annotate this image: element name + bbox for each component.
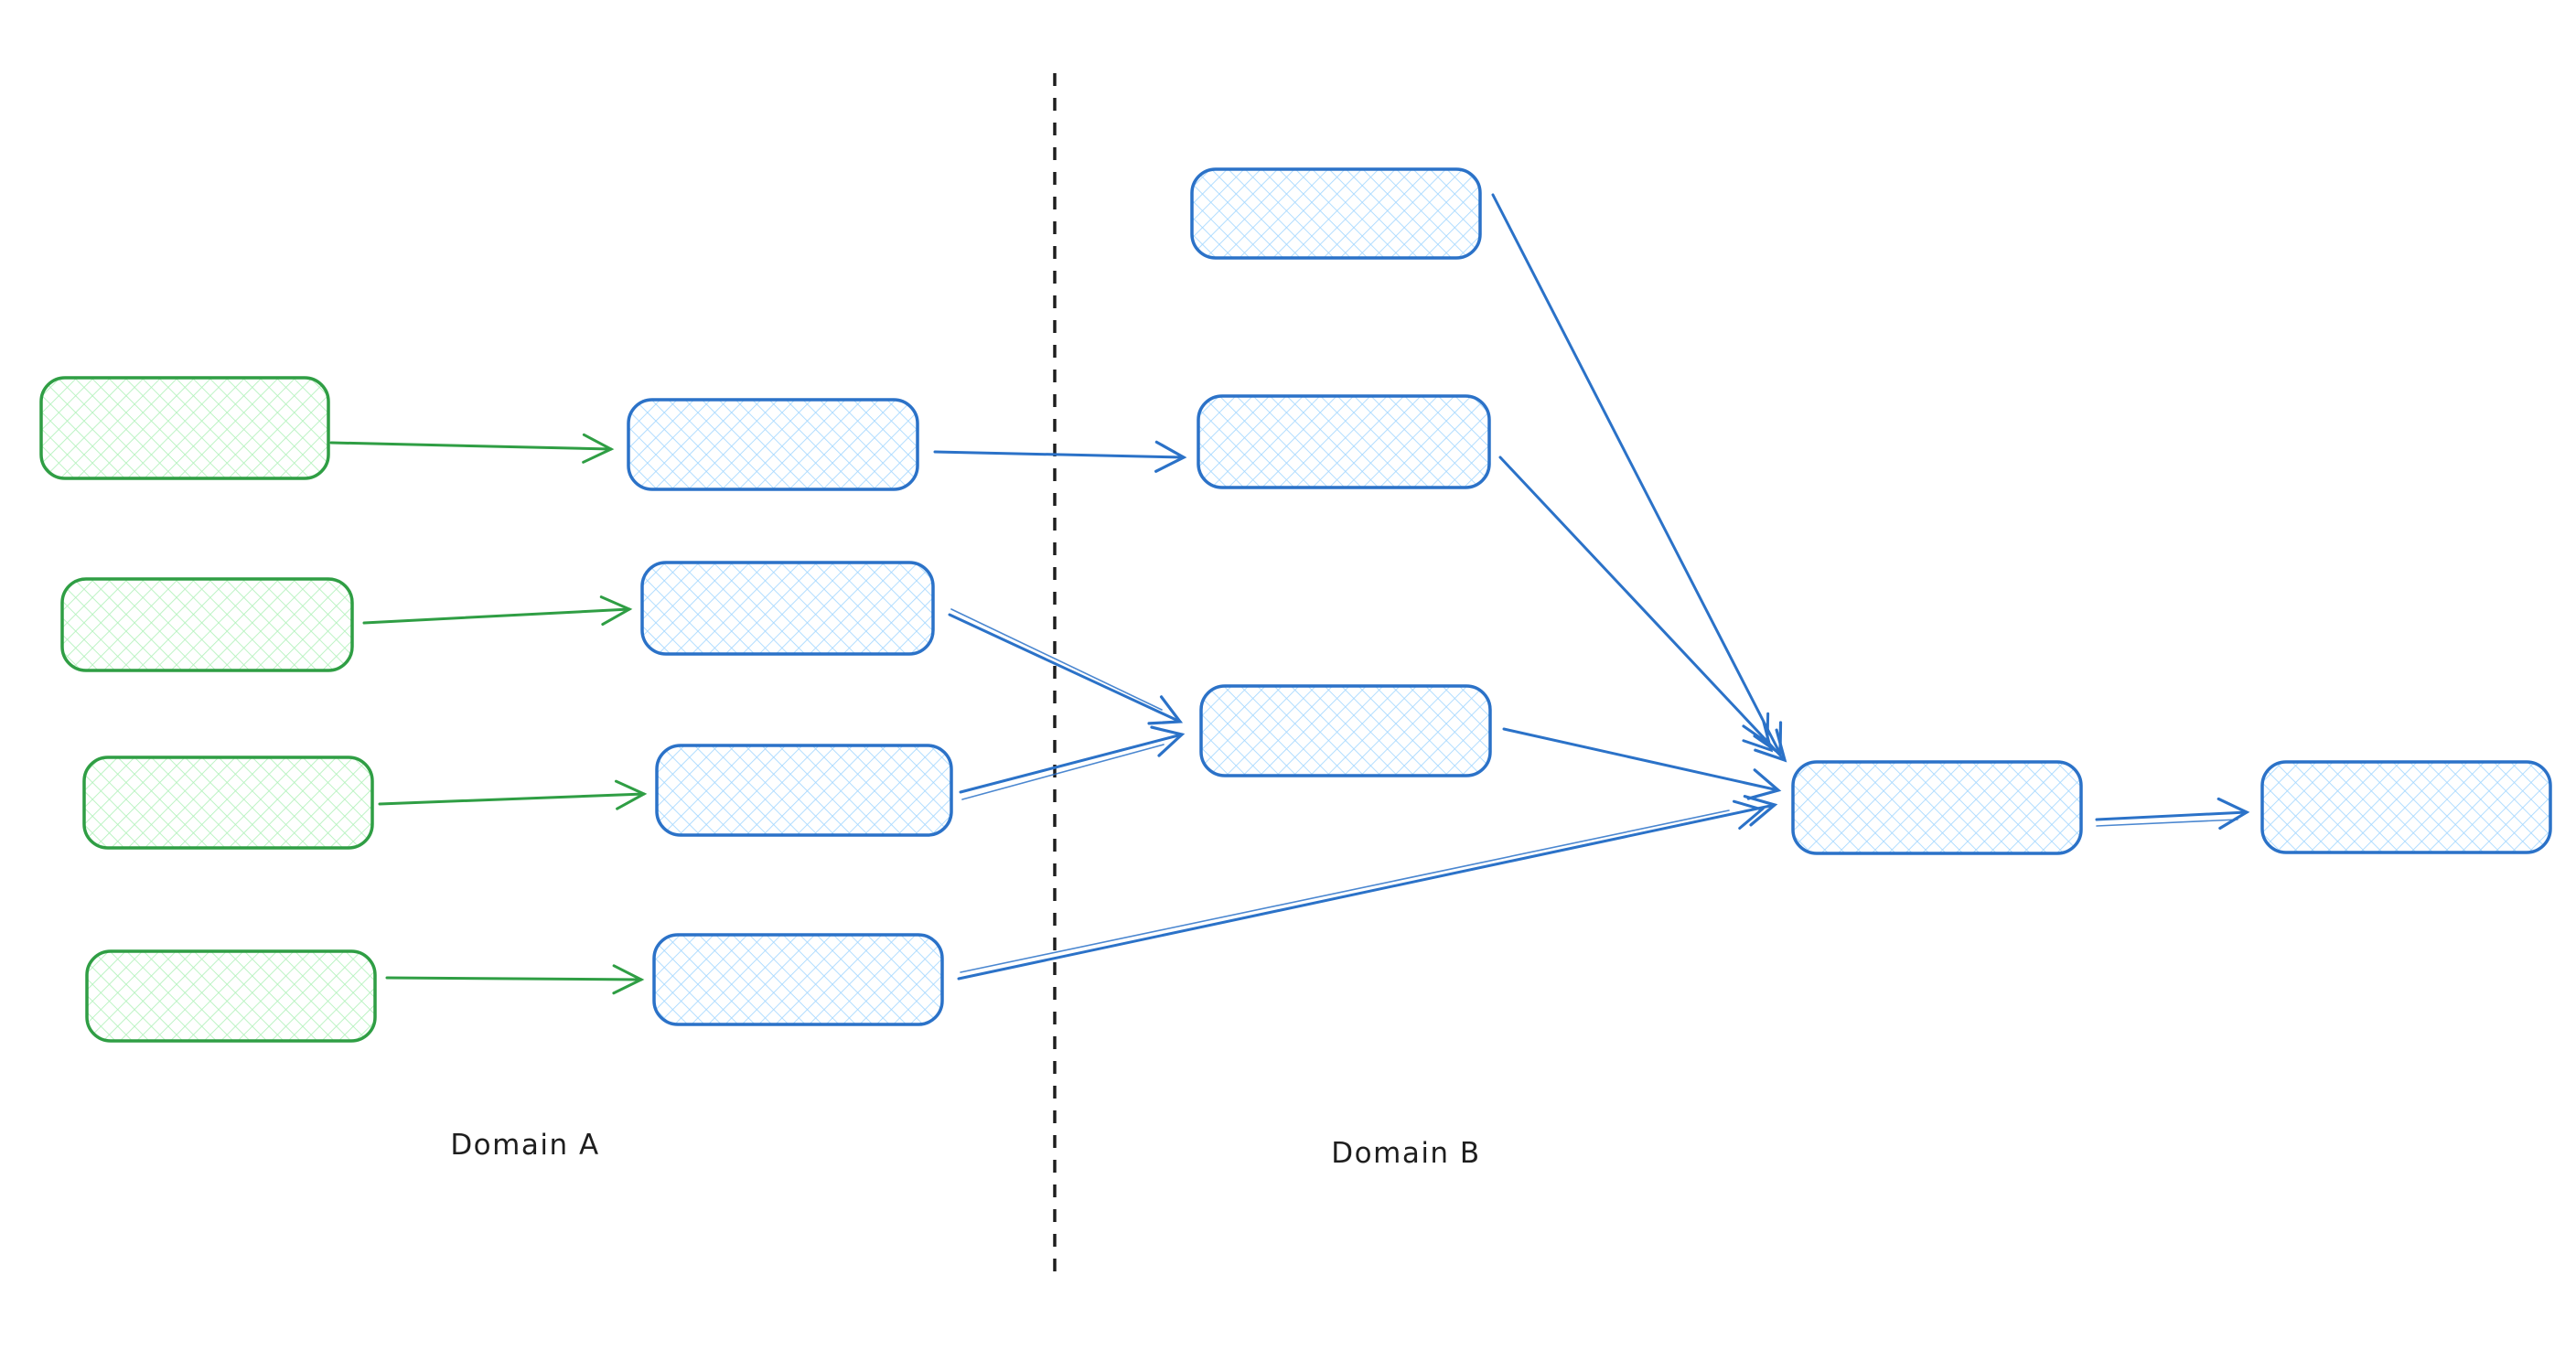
node-process-b1[interactable]: [1190, 167, 1482, 260]
node-source-a2[interactable]: [60, 577, 354, 672]
node-process-b2[interactable]: [1197, 394, 1491, 489]
label-domain-a[interactable]: Domain A: [450, 1129, 599, 1162]
node-source-a1[interactable]: [39, 376, 330, 480]
edge-process-b2-merge-b-doublehead: [1742, 720, 1774, 753]
edge-source-a4-process-a4[interactable]: [385, 964, 645, 995]
label-domain-b[interactable]: Domain B: [1331, 1137, 1480, 1170]
edge-process-a3-process-b3-sketch: [961, 744, 1165, 800]
node-source-a3[interactable]: [82, 756, 374, 850]
node-process-a1[interactable]: [627, 398, 919, 491]
edge-process-a4-merge-b-sketch: [960, 809, 1730, 973]
edge-source-a2-process-a2[interactable]: [362, 595, 633, 627]
node-process-b3[interactable]: [1199, 684, 1492, 777]
edge-process-a2-process-b3[interactable]: [948, 613, 1184, 725]
edge-process-a2-process-b3-sketch: [950, 608, 1163, 711]
edge-source-a3-process-a3[interactable]: [378, 779, 648, 810]
node-process-a4[interactable]: [652, 933, 944, 1026]
edge-process-a3-process-b3[interactable]: [959, 725, 1186, 794]
edge-process-a4-merge-b-doublehead: [1732, 799, 1766, 830]
node-source-a4[interactable]: [85, 949, 377, 1043]
edge-process-b2-merge-b[interactable]: [1498, 456, 1787, 763]
edge-process-b1-merge-b[interactable]: [1491, 193, 1783, 757]
edge-merge-b-output-b[interactable]: [2095, 797, 2250, 831]
edge-source-a1-process-a1[interactable]: [329, 433, 615, 464]
node-process-a3[interactable]: [655, 744, 953, 837]
edge-process-b3-merge-b[interactable]: [1502, 727, 1782, 800]
edge-merge-b-output-b-sketch: [2096, 819, 2238, 827]
edge-process-a1-process-b2[interactable]: [933, 440, 1187, 473]
node-merge-b[interactable]: [1791, 760, 2083, 855]
edge-process-a4-merge-b[interactable]: [957, 795, 1778, 981]
node-output-b[interactable]: [2260, 760, 2552, 854]
node-process-a2[interactable]: [640, 561, 935, 656]
